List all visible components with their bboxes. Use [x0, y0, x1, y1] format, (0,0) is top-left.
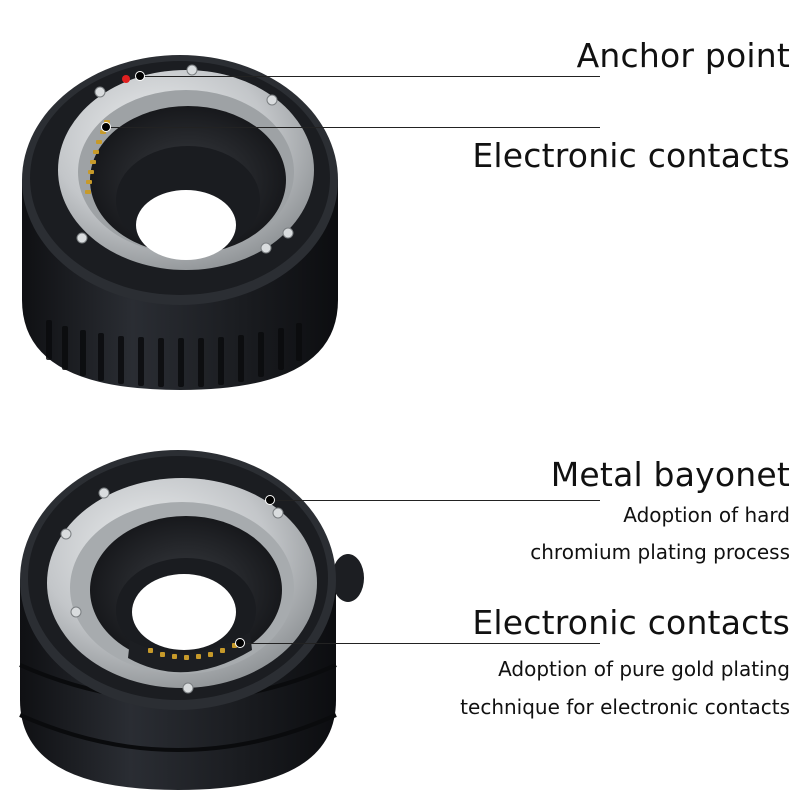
metal-bayonet-leader-line [270, 500, 600, 501]
top-extension-tube [22, 55, 338, 390]
electronic-contacts-bottom-label: Electronic contacts [472, 603, 790, 642]
electronic-contacts-top-leader-line [106, 127, 600, 128]
metal-bayonet-description-line-2: chromium plating process [530, 540, 790, 564]
anchor-point-label: Anchor point [576, 36, 790, 75]
metal-bayonet-label: Metal bayonet [550, 455, 790, 494]
electronic-contacts-bottom-marker [235, 638, 245, 648]
bottom-extension-tube [19, 450, 364, 790]
electronic-contacts-bottom-leader-line [240, 643, 600, 644]
contacts-description-line-1: Adoption of pure gold plating [498, 657, 790, 681]
metal-bayonet-description-line-1: Adoption of hard [623, 503, 790, 527]
anchor-point-leader-line [140, 76, 600, 77]
contacts-description-line-2: technique for electronic contacts [460, 695, 790, 719]
electronic-contacts-top-marker [101, 122, 111, 132]
electronic-contacts-top-label: Electronic contacts [472, 136, 790, 175]
anchor-point-marker [135, 71, 145, 81]
metal-bayonet-marker [265, 495, 275, 505]
